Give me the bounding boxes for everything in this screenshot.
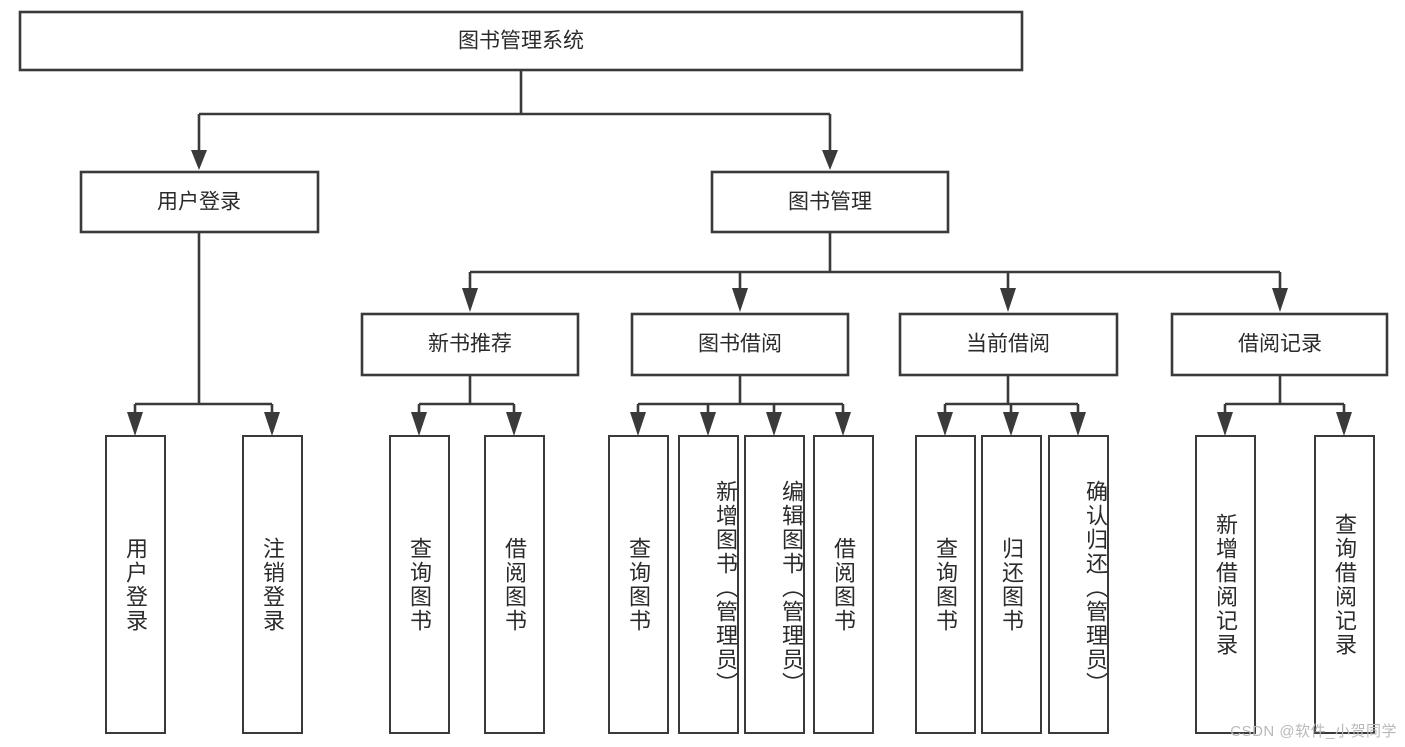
leaf-user-logout[interactable]: 注销登录 xyxy=(242,435,303,734)
connector-current-leaves xyxy=(937,375,1086,436)
node-borrow-label: 图书借阅 xyxy=(698,333,782,356)
leaf-borrow-book-2[interactable]: 借阅图书 xyxy=(813,435,874,734)
leaf-user-login[interactable]: 用户登录 xyxy=(105,435,166,734)
node-current-label: 当前借阅 xyxy=(966,333,1050,356)
node-root[interactable]: 图书管理系统 xyxy=(18,10,1024,72)
node-login[interactable]: 用户登录 xyxy=(79,170,320,234)
node-bookmgmt[interactable]: 图书管理 xyxy=(710,170,950,234)
leaf-query-record-label: 查询借阅记录 xyxy=(1332,512,1358,657)
node-records-label: 借阅记录 xyxy=(1238,333,1322,356)
connector-bookmgmt-bus xyxy=(462,232,1288,312)
connector-login-leaves xyxy=(127,232,280,436)
leaf-return-book[interactable]: 归还图书 xyxy=(981,435,1042,734)
leaf-edit-book-label: 编辑图书（管理员） xyxy=(779,479,804,696)
leaf-query-book-3[interactable]: 查询图书 xyxy=(915,435,976,734)
leaf-borrow-book-2-label: 借阅图书 xyxy=(831,536,857,633)
leaf-add-book[interactable]: 新增图书（管理员） xyxy=(678,435,739,734)
node-root-label: 图书管理系统 xyxy=(458,30,584,53)
node-newbook[interactable]: 新书推荐 xyxy=(360,312,580,377)
node-bookmgmt-label: 图书管理 xyxy=(788,191,872,214)
csdn-watermark: CSDN @软件_小贺同学 xyxy=(1230,723,1397,740)
node-newbook-label: 新书推荐 xyxy=(428,333,512,356)
leaf-edit-book[interactable]: 编辑图书（管理员） xyxy=(744,435,805,734)
leaf-add-record[interactable]: 新增借阅记录 xyxy=(1195,435,1256,734)
leaf-add-record-label: 新增借阅记录 xyxy=(1213,512,1239,657)
connector-records-leaves xyxy=(1217,375,1352,436)
connector-root-bus xyxy=(191,70,838,170)
leaf-borrow-book-1-label: 借阅图书 xyxy=(502,536,528,633)
leaf-add-book-label: 新增图书（管理员） xyxy=(713,479,738,696)
leaf-user-logout-label: 注销登录 xyxy=(260,536,286,633)
leaf-confirm-return[interactable]: 确认归还（管理员） xyxy=(1048,435,1109,734)
leaf-query-record[interactable]: 查询借阅记录 xyxy=(1314,435,1375,734)
leaf-query-book-3-label: 查询图书 xyxy=(933,536,959,633)
node-records[interactable]: 借阅记录 xyxy=(1170,312,1389,377)
leaf-query-book-2[interactable]: 查询图书 xyxy=(608,435,669,734)
node-borrow[interactable]: 图书借阅 xyxy=(630,312,850,377)
leaf-return-book-label: 归还图书 xyxy=(999,536,1025,633)
leaf-query-book-1[interactable]: 查询图书 xyxy=(389,435,450,734)
connector-newbook-leaves xyxy=(411,375,522,436)
node-current[interactable]: 当前借阅 xyxy=(898,312,1119,377)
leaf-confirm-return-label: 确认归还（管理员） xyxy=(1083,479,1108,696)
node-login-label: 用户登录 xyxy=(157,191,241,214)
connector-borrow-leaves xyxy=(630,375,851,436)
leaf-query-book-1-label: 查询图书 xyxy=(407,536,433,633)
leaf-query-book-2-label: 查询图书 xyxy=(626,536,652,633)
leaf-user-login-label: 用户登录 xyxy=(123,536,149,633)
leaf-borrow-book-1[interactable]: 借阅图书 xyxy=(484,435,545,734)
